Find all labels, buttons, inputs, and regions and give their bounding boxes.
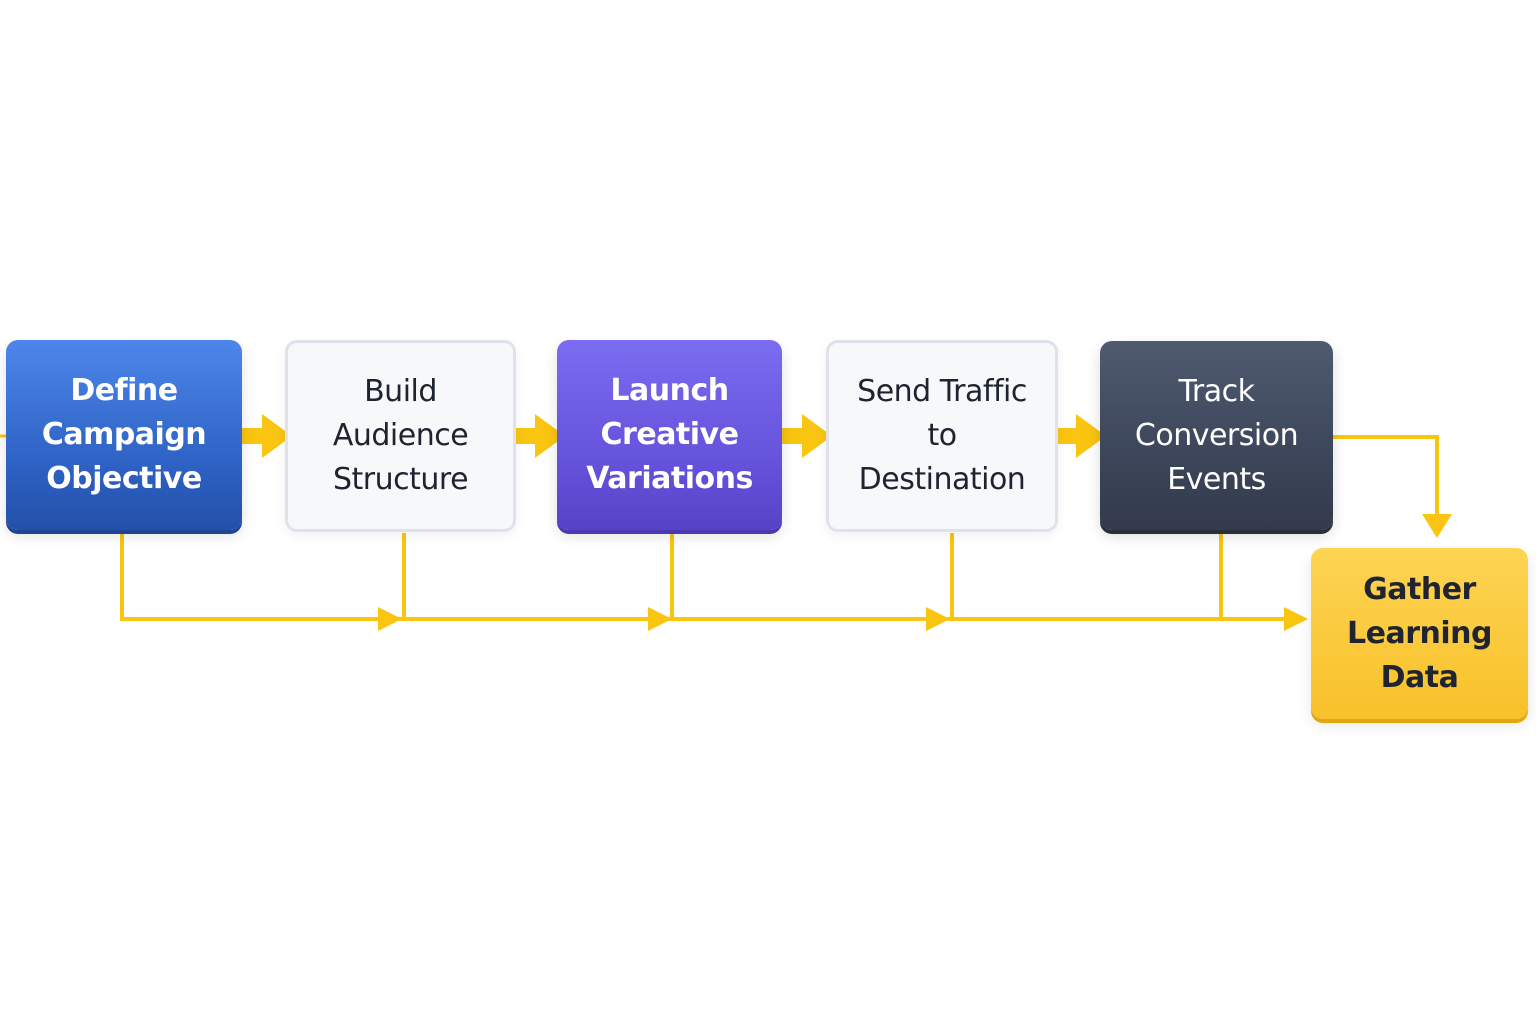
node-label: Track Conversion Events (1134, 373, 1299, 497)
bus-arrowhead-1 (378, 607, 402, 631)
bus-arrowhead-2 (648, 607, 672, 631)
node-launch-creative-variations: Launch Creative Variations (557, 340, 782, 530)
node-label: Send Traffic to Destination (857, 374, 1027, 497)
arrow-build-to-launch (515, 414, 565, 458)
node-label: Gather Learning Data (1347, 571, 1492, 695)
node-track-conversion-events: Track Conversion Events (1100, 341, 1333, 530)
node-define-campaign-objective: Define Campaign Objective (6, 340, 242, 530)
arrow-launch-to-send (782, 414, 832, 458)
node-gather-learning-data: Gather Learning Data (1311, 548, 1528, 719)
arrow-track-to-gather (1333, 435, 1452, 538)
node-build-audience-structure: Build Audience Structure (285, 340, 516, 532)
arrow-define-to-build (242, 414, 292, 458)
node-label: Define Campaign Objective (41, 373, 207, 496)
arrow-send-to-track (1056, 414, 1106, 458)
node-send-traffic-to-destination: Send Traffic to Destination (826, 340, 1058, 532)
bus-arrowhead-gather (1284, 607, 1308, 631)
node-label: Launch Creative Variations (586, 373, 753, 496)
node-label: Build Audience Structure (332, 374, 469, 497)
bus-arrowhead-3 (926, 607, 950, 631)
